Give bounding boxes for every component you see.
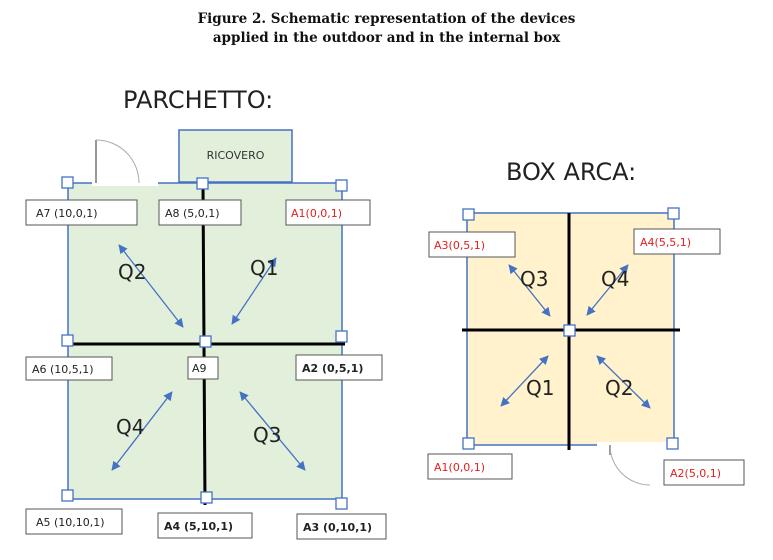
box-arca-title: BOX ARCA: bbox=[506, 158, 636, 186]
device-marker-a4 bbox=[200, 491, 213, 504]
device-label-a5: A5 (10,10,1) bbox=[25, 508, 123, 535]
box-device-label-a1: A1(0,0,1) bbox=[427, 453, 513, 480]
svg-text:A1(0,0,1): A1(0,0,1) bbox=[291, 207, 342, 220]
device-label-a2: A2 (0,5,1) bbox=[295, 354, 383, 381]
device-label-a9: A9 bbox=[187, 356, 219, 380]
device-marker-a8 bbox=[196, 177, 209, 190]
box-q3-label: Q3 bbox=[520, 267, 548, 291]
parchetto-q1-label: Q1 bbox=[250, 256, 278, 280]
svg-text:A2 (0,5,1): A2 (0,5,1) bbox=[302, 362, 363, 375]
device-label-a1: A1(0,0,1) bbox=[285, 199, 371, 226]
box-arca-door bbox=[597, 442, 671, 486]
box-device-marker-a1 bbox=[462, 437, 475, 450]
device-marker-a3 bbox=[335, 497, 348, 510]
box-device-label-a3: A3(0,5,1) bbox=[428, 231, 516, 258]
parchetto-arrow-q3 bbox=[239, 391, 306, 471]
svg-text:A3(0,5,1): A3(0,5,1) bbox=[434, 239, 485, 252]
box-device-marker-center bbox=[563, 324, 576, 337]
device-label-a6: A6 (10,5,1) bbox=[25, 356, 113, 381]
device-label-a7: A7 (10,0,1) bbox=[25, 199, 138, 226]
box-device-marker-a4 bbox=[667, 207, 680, 220]
svg-text:A6 (10,5,1): A6 (10,5,1) bbox=[32, 363, 94, 376]
device-label-a3: A3 (0,10,1) bbox=[296, 513, 387, 540]
parchetto-q4-label: Q4 bbox=[116, 415, 144, 439]
box-device-marker-a2 bbox=[666, 437, 679, 450]
device-marker-a9 bbox=[199, 335, 212, 348]
box-arrow-q4 bbox=[586, 264, 629, 316]
parchetto-arrow-q2 bbox=[118, 244, 184, 328]
ricovero-label: RICOVERO bbox=[207, 149, 265, 162]
parchetto-arrow-q1 bbox=[231, 257, 277, 325]
box-arrow-q3 bbox=[508, 264, 551, 317]
caption-line-2: applied in the outdoor and in the intern… bbox=[212, 30, 561, 46]
svg-text:A1(0,0,1): A1(0,0,1) bbox=[434, 461, 485, 474]
svg-text:A7 (10,0,1): A7 (10,0,1) bbox=[36, 207, 98, 220]
parchetto-arrow-q4 bbox=[111, 391, 173, 471]
box-q1-label: Q1 bbox=[526, 376, 554, 400]
parchetto-title: PARCHETTO: bbox=[123, 86, 273, 114]
svg-text:A5 (10,10,1): A5 (10,10,1) bbox=[36, 516, 105, 529]
svg-text:A4(5,5,1): A4(5,5,1) bbox=[640, 236, 691, 249]
box-device-label-a4: A4(5,5,1) bbox=[633, 228, 721, 255]
caption-line-1: Figure 2. Schematic representation of th… bbox=[197, 11, 576, 27]
parchetto-door bbox=[92, 139, 158, 186]
device-marker-a7 bbox=[61, 176, 74, 189]
device-label-a8: A8 (5,0,1) bbox=[158, 199, 242, 226]
parchetto-q3-label: Q3 bbox=[253, 423, 281, 447]
ricovero-shelter bbox=[178, 129, 293, 183]
parchetto-q2-label: Q2 bbox=[118, 260, 146, 284]
svg-text:A9: A9 bbox=[192, 362, 207, 375]
svg-text:A4 (5,10,1): A4 (5,10,1) bbox=[164, 520, 233, 533]
device-marker-a5 bbox=[61, 489, 74, 502]
svg-text:A2(5,0,1): A2(5,0,1) bbox=[670, 467, 721, 480]
device-marker-a6 bbox=[61, 334, 74, 347]
box-arrow-q1 bbox=[500, 355, 549, 407]
box-q4-label: Q4 bbox=[601, 267, 629, 291]
device-marker-a1 bbox=[335, 179, 348, 192]
box-device-marker-a3 bbox=[462, 208, 475, 221]
device-marker-a2 bbox=[335, 330, 348, 343]
device-label-a4: A4 (5,10,1) bbox=[157, 512, 253, 539]
svg-text:A8 (5,0,1): A8 (5,0,1) bbox=[165, 207, 220, 220]
figure-caption: Figure 2. Schematic representation of th… bbox=[0, 10, 773, 48]
box-arrow-q2 bbox=[596, 355, 651, 409]
box-q2-label: Q2 bbox=[605, 376, 633, 400]
svg-text:A3 (0,10,1): A3 (0,10,1) bbox=[303, 521, 372, 534]
box-device-label-a2: A2(5,0,1) bbox=[663, 459, 745, 486]
